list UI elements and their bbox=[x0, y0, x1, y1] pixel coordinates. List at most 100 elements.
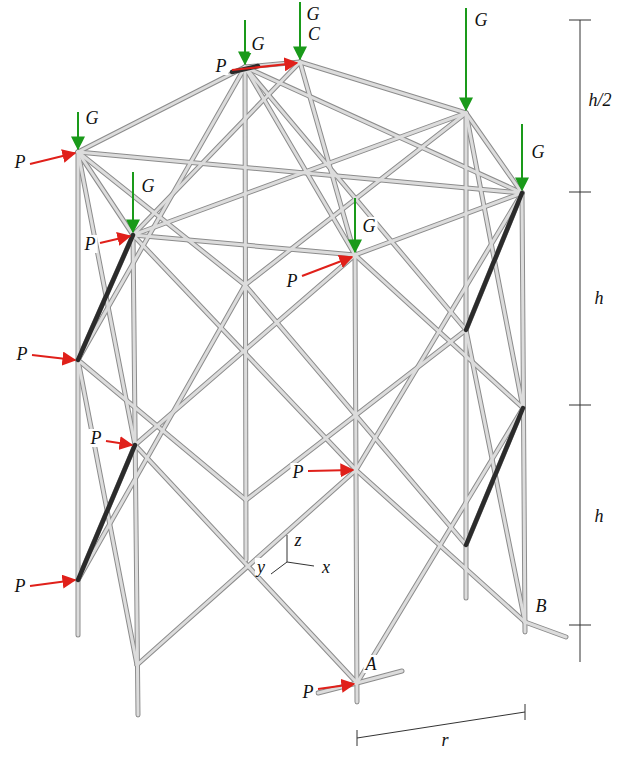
truss-member-edge bbox=[78, 360, 246, 500]
symbol-label: h/2 bbox=[586, 91, 613, 109]
horizontal-load-arrow bbox=[302, 257, 352, 276]
horizontal-load-arrow bbox=[308, 470, 353, 471]
symbol-label: P bbox=[13, 577, 28, 595]
truss-member bbox=[245, 113, 466, 285]
truss-member bbox=[245, 67, 246, 560]
truss-member-edge bbox=[525, 622, 566, 637]
truss-member-edge bbox=[133, 62, 300, 235]
dimension-line bbox=[580, 20, 581, 662]
dimension-line bbox=[357, 730, 358, 746]
symbol-label: G bbox=[361, 217, 378, 235]
highlighted-member bbox=[466, 193, 522, 330]
dimension-line bbox=[569, 20, 591, 21]
truss-member bbox=[78, 360, 137, 665]
gravity-load-arrow bbox=[354, 198, 356, 252]
symbol-label: P bbox=[214, 57, 229, 75]
symbol-label: h bbox=[593, 289, 606, 307]
symbol-label: G bbox=[305, 5, 322, 23]
truss-member bbox=[78, 67, 245, 152]
dimension-line bbox=[569, 625, 591, 626]
truss-member bbox=[77, 152, 80, 635]
truss-member-edge bbox=[466, 408, 523, 545]
truss-member bbox=[525, 622, 566, 637]
symbol-label: B bbox=[534, 597, 549, 615]
symbol-label: z bbox=[292, 531, 303, 549]
highlighted-member bbox=[466, 408, 523, 545]
truss-member bbox=[466, 113, 523, 408]
symbol-label: G bbox=[473, 11, 490, 29]
horizontal-load-arrow bbox=[32, 355, 75, 360]
truss-member bbox=[300, 62, 466, 113]
highlighted-member bbox=[78, 445, 135, 580]
symbol-label: y bbox=[255, 558, 267, 576]
dimension-line bbox=[287, 562, 314, 566]
symbol-label: G bbox=[140, 177, 157, 195]
truss-member-edge bbox=[356, 193, 522, 470]
truss-member-edge bbox=[245, 67, 246, 560]
truss-member-edge bbox=[78, 67, 245, 360]
truss-member-edge bbox=[318, 683, 357, 693]
highlighted-member bbox=[78, 235, 133, 360]
symbol-label: x bbox=[320, 558, 332, 576]
symbol-label: r bbox=[439, 731, 450, 749]
truss-members bbox=[78, 62, 566, 715]
dimension-lines bbox=[271, 20, 591, 746]
truss-member bbox=[466, 408, 523, 545]
truss-member bbox=[356, 193, 522, 470]
truss-member bbox=[78, 152, 245, 285]
truss-member bbox=[245, 67, 522, 193]
gravity-load-arrow bbox=[465, 8, 467, 110]
truss-member bbox=[355, 193, 522, 255]
gravity-load-arrow bbox=[244, 20, 246, 64]
symbol-label: P bbox=[89, 429, 104, 447]
truss-member-edge bbox=[466, 193, 522, 330]
gravity-load-arrow bbox=[521, 124, 523, 190]
gravity-load-arrow bbox=[299, 2, 301, 59]
symbol-label: P bbox=[301, 683, 316, 701]
symbol-label: G bbox=[530, 143, 547, 161]
horizontal-load-arrow bbox=[30, 580, 75, 586]
truss-member-edge bbox=[78, 235, 133, 360]
truss-member bbox=[133, 113, 466, 235]
truss-member bbox=[245, 67, 466, 330]
horizontal-load-arrow bbox=[106, 441, 132, 445]
truss-member bbox=[78, 360, 246, 500]
truss-member bbox=[78, 67, 245, 360]
dimension-line bbox=[525, 704, 526, 720]
truss-member-edge bbox=[78, 445, 135, 580]
truss-member bbox=[300, 62, 355, 255]
truss-member bbox=[78, 152, 133, 235]
truss-member bbox=[78, 445, 135, 580]
symbol-label: P bbox=[13, 153, 28, 171]
horizontal-load-arrow bbox=[100, 236, 130, 243]
horizontal-load-arrow bbox=[30, 153, 75, 164]
dimension-line bbox=[569, 192, 591, 193]
load-arrows bbox=[30, 2, 522, 689]
truss-member bbox=[78, 235, 133, 360]
truss-member-edge bbox=[355, 193, 522, 255]
symbol-label: P bbox=[291, 463, 306, 481]
truss-member-edge bbox=[300, 62, 355, 255]
symbol-label: C bbox=[306, 25, 322, 43]
truss-member bbox=[133, 62, 300, 235]
truss-member bbox=[133, 235, 355, 255]
truss-member bbox=[357, 408, 523, 683]
dimension-line bbox=[569, 405, 591, 406]
symbol-label: G bbox=[84, 109, 101, 127]
symbol-label: G bbox=[250, 35, 267, 53]
truss-member-edge bbox=[76, 152, 81, 635]
truss-member bbox=[355, 255, 357, 702]
symbol-label: A bbox=[364, 655, 379, 673]
symbol-label: P bbox=[15, 345, 30, 363]
gravity-load-arrow bbox=[132, 172, 134, 232]
symbol-label: P bbox=[83, 235, 98, 253]
symbol-label: P bbox=[285, 272, 300, 290]
truss-member bbox=[78, 285, 245, 580]
truss-member bbox=[318, 683, 357, 693]
truss-member bbox=[466, 193, 522, 330]
gravity-load-arrow bbox=[77, 112, 79, 149]
truss-member bbox=[466, 330, 525, 622]
dimension-line bbox=[271, 562, 287, 574]
dimension-line bbox=[287, 535, 288, 562]
